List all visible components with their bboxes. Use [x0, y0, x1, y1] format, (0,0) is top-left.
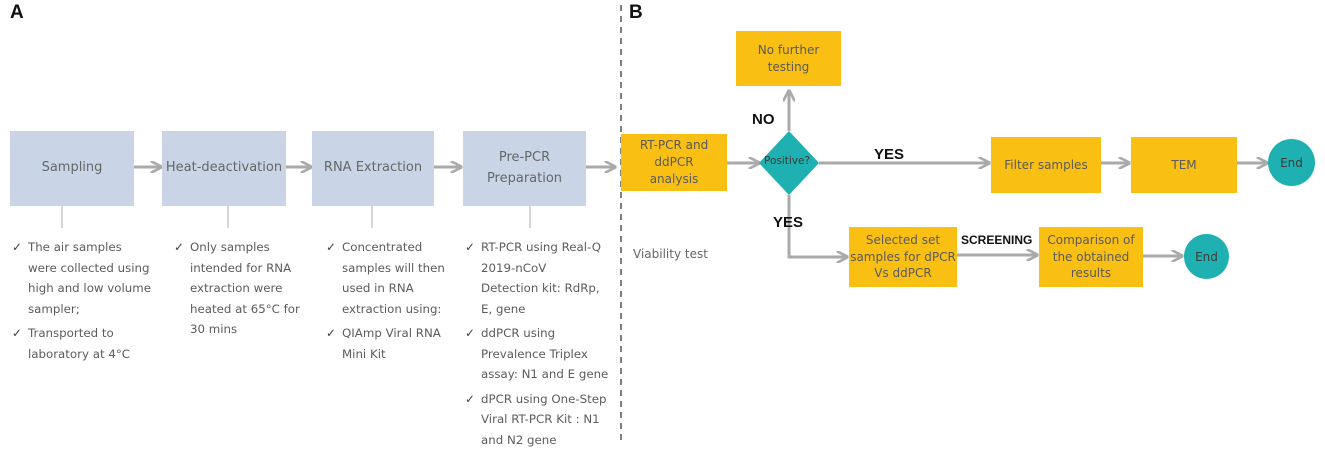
- list-item: ✓dPCR using One-Step Viral RT-PCR Kit : …: [465, 389, 615, 451]
- step-pre-pcr-preparation: Pre-PCR Preparation: [463, 131, 586, 206]
- detail-list-rna: ✓Concentrated samples will then used in …: [326, 237, 456, 368]
- filter-samples-box: Filter samples: [991, 137, 1101, 193]
- tem-box: TEM: [1131, 137, 1237, 193]
- decision-label: Positive?: [764, 155, 811, 167]
- list-item: ✓Concentrated samples will then used in …: [326, 237, 456, 319]
- detail-list-prepcr: ✓RT-PCR using Real-Q 2019-nCoV Detection…: [465, 237, 615, 454]
- list-item: ✓RT-PCR using Real-Q 2019-nCoV Detection…: [465, 237, 615, 319]
- yes-down-label: YES: [773, 214, 804, 231]
- panel-label-b: B: [629, 2, 643, 23]
- no-further-testing-box: No further testing: [736, 31, 841, 86]
- decision-diamond: [759, 131, 819, 195]
- yes-right-label: YES: [874, 146, 905, 163]
- start-box: RT-PCR and ddPCR analysis: [621, 134, 727, 191]
- check-icon: ✓: [12, 240, 22, 254]
- panel-label-a: A: [10, 2, 24, 23]
- comparison-box: Comparison of the obtained results: [1039, 227, 1143, 287]
- list-item: ✓Transported to laboratory at 4°C: [12, 323, 152, 364]
- no-label: NO: [752, 111, 775, 128]
- check-icon: ✓: [174, 240, 184, 254]
- arrow-decision-selected: [787, 195, 846, 257]
- list-item: ✓Only samples intended for RNA extractio…: [174, 237, 304, 340]
- end-circle-bottom: End: [1184, 234, 1229, 279]
- list-item: ✓ddPCR using Prevalence Triplex assay: N…: [465, 323, 615, 385]
- check-icon: ✓: [326, 326, 336, 340]
- check-icon: ✓: [465, 326, 475, 340]
- screening-label: SCREENING: [961, 233, 1033, 247]
- detail-list-sampling: ✓The air samples were collected using hi…: [12, 237, 152, 368]
- step-sampling: Sampling: [10, 131, 134, 206]
- check-icon: ✓: [465, 240, 475, 254]
- step-rna-extraction: RNA Extraction: [312, 131, 434, 206]
- check-icon: ✓: [465, 391, 475, 406]
- check-icon: ✓: [326, 240, 336, 254]
- viability-test-label: Viability test: [633, 247, 708, 261]
- list-item: ✓QIAmp Viral RNA Mini Kit: [326, 323, 456, 364]
- detail-list-heat: ✓Only samples intended for RNA extractio…: [174, 237, 304, 344]
- list-item: ✓The air samples were collected using hi…: [12, 237, 152, 319]
- selected-set-box: Selected set samples for dPCR Vs ddPCR: [849, 227, 957, 287]
- end-circle-top: End: [1268, 139, 1315, 186]
- check-icon: ✓: [12, 326, 22, 340]
- step-heat-deactivation: Heat-deactivation: [162, 131, 286, 206]
